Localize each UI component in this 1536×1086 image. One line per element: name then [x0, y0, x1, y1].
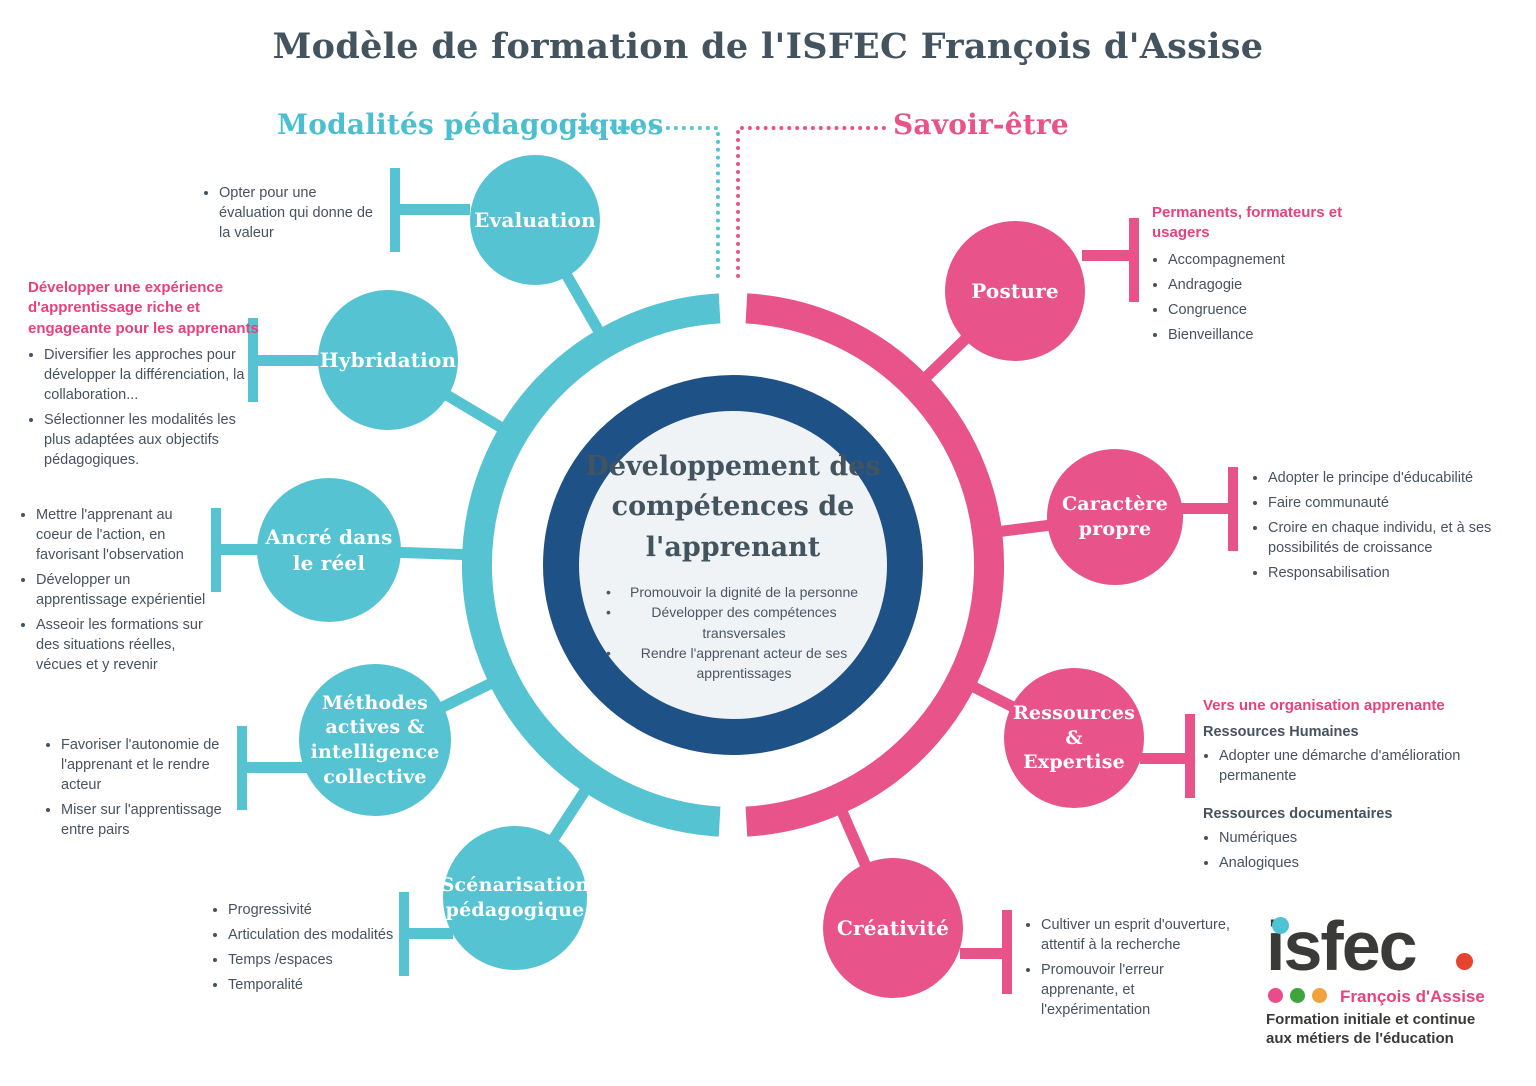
methodes-callout-line — [245, 762, 307, 773]
note-item: Croire en chaque individu, et à ses poss… — [1268, 518, 1510, 558]
center-bullet-list: Promouvoir la dignité de la personne Dév… — [602, 582, 864, 683]
logo-red-dot-icon — [1456, 953, 1473, 970]
center-bullet: Promouvoir la dignité de la personne — [602, 582, 864, 603]
dotted-line-pink-vertical — [736, 130, 740, 278]
notes-caractere: Adopter le principe d'éducabilité Faire … — [1252, 468, 1510, 588]
note-item: Andragogie — [1168, 275, 1402, 295]
note-item: Temps /espaces — [228, 950, 402, 970]
group-title: Ressources Humaines — [1203, 724, 1359, 741]
hybridation-callout-line — [256, 355, 320, 366]
ring-left-half — [462, 293, 721, 837]
logo-orange-dot-icon — [1312, 988, 1327, 1003]
notes-group-doc: Ressources documentaires Numériques Anal… — [1203, 804, 1533, 873]
page-title: Modèle de formation de l'ISFEC François … — [272, 26, 1264, 67]
note-item: Congruence — [1168, 300, 1402, 320]
node-hybridation: Hybridation — [318, 290, 458, 430]
notes-ancre: Mettre l'apprenant au coeur de l'action,… — [20, 505, 212, 680]
logo-subtitle: François d'Assise — [1340, 987, 1485, 1006]
ancre-callout-line — [219, 544, 264, 555]
ressources-callout-line — [1140, 753, 1185, 764]
note-item: Cultiver un esprit d'ouverture, attentif… — [1041, 915, 1245, 955]
notes-creativite: Cultiver un esprit d'ouverture, attentif… — [1025, 915, 1245, 1025]
note-item: Adopter le principe d'éducabilité — [1268, 468, 1510, 488]
logo-teal-dot-icon — [1272, 917, 1289, 934]
methodes-callout-bar — [237, 726, 247, 810]
node-ressources-expertise: Ressources & Expertise — [1004, 668, 1144, 808]
note-item: Favoriser l'autonomie de l'apprenant et … — [61, 735, 245, 795]
posture-callout-line — [1082, 250, 1129, 261]
node-ancre-dans-le-reel: Ancré dans le réel — [257, 478, 401, 622]
ring-right-half — [745, 293, 1004, 837]
notes-methodes: Favoriser l'autonomie de l'apprenant et … — [45, 735, 245, 845]
logo-pink-dot-icon — [1268, 988, 1283, 1003]
notes-heading: Développer une expérience d'apprentissag… — [28, 279, 259, 337]
center-bullet: Rendre l'apprenant acteur de ses apprent… — [602, 643, 864, 684]
node-methodes-actives: Méthodes actives & intelligence collecti… — [299, 664, 451, 816]
note-item: Numériques — [1219, 828, 1533, 848]
note-item: Mettre l'apprenant au coeur de l'action,… — [36, 505, 212, 565]
note-item: Diversifier les approches pour développe… — [44, 345, 260, 405]
node-scenarisation: Scénarisation pédagogique — [441, 826, 589, 970]
note-item: Asseoir les formations sur des situation… — [36, 615, 212, 675]
scenarisation-callout-bar — [399, 892, 409, 976]
notes-hybridation: Développer une expérience d'apprentissag… — [28, 278, 260, 475]
note-item: Promouvoir l'erreur apprenante, et l'exp… — [1041, 960, 1245, 1020]
note-item: Articulation des modalités — [228, 925, 402, 945]
caractere-callout-line — [1180, 503, 1228, 514]
node-creativite: Créativité — [823, 858, 963, 998]
note-item: Bienveillance — [1168, 325, 1402, 345]
posture-callout-bar — [1129, 218, 1139, 302]
note-item: Adopter une démarche d'amélioration perm… — [1219, 746, 1533, 786]
branch-title-modalites: Modalités pédagogiques — [277, 108, 664, 141]
dotted-line-teal-vertical — [716, 132, 720, 278]
ancre-callout-bar — [211, 508, 221, 592]
notes-group-rh: Ressources Humaines Adopter une démarche… — [1203, 722, 1533, 786]
hybridation-callout-bar — [248, 318, 258, 402]
notes-heading: Permanents, formateurs et usagers — [1152, 204, 1343, 242]
caractere-callout-bar — [1228, 467, 1238, 551]
creativite-callout-bar — [1002, 910, 1012, 994]
node-posture: Posture — [945, 221, 1085, 361]
note-item: Responsabilisation — [1268, 563, 1510, 583]
branch-title-savoir-etre: Savoir-être — [893, 108, 1069, 141]
creativite-callout-line — [960, 948, 1002, 959]
logo-wordmark: isfec — [1266, 907, 1418, 985]
note-item: Développer un apprentissage expérientiel — [36, 570, 212, 610]
notes-heading: Vers une organisation apprenante — [1203, 697, 1445, 714]
eval-callout-bar — [390, 168, 400, 252]
group-title: Ressources documentaires — [1203, 806, 1393, 823]
isfec-logo: isfec François d'Assise Formation initia… — [1266, 903, 1526, 1053]
notes-ressources: Vers une organisation apprenante Ressour… — [1203, 696, 1533, 891]
logo-green-dot-icon — [1290, 988, 1305, 1003]
note-item: Miser sur l'apprentissage entre pairs — [61, 800, 245, 840]
center-title: Développement des compétences de l'appre… — [585, 450, 881, 563]
node-evaluation: Evaluation — [470, 155, 600, 285]
note-item: Opter pour une évaluation qui donne de l… — [219, 183, 378, 243]
note-item: Accompagnement — [1168, 250, 1402, 270]
note-item: Faire communauté — [1268, 493, 1510, 513]
dotted-line-teal-horizontal — [578, 126, 718, 130]
note-item: Analogiques — [1219, 853, 1533, 873]
note-item: Progressivité — [228, 900, 402, 920]
node-caractere-propre: Caractère propre — [1047, 449, 1183, 585]
scenarisation-callout-line — [407, 928, 453, 939]
note-item: Temporalité — [228, 975, 402, 995]
center-bullet: Développer des compétences transversales — [602, 602, 864, 643]
notes-posture: Permanents, formateurs et usagers Accomp… — [1152, 203, 1402, 350]
notes-scenarisation: Progressivité Articulation des modalités… — [212, 900, 402, 1000]
center-content: Développement des compétences de l'appre… — [583, 420, 883, 710]
eval-callout-line — [398, 204, 470, 215]
dotted-line-pink-horizontal — [740, 126, 886, 130]
note-item: Sélectionner les modalités les plus adap… — [44, 410, 260, 470]
logo-tagline: Formation initiale et continue aux métie… — [1266, 1011, 1476, 1047]
ressources-callout-bar — [1185, 714, 1195, 798]
notes-evaluation: Opter pour une évaluation qui donne de l… — [203, 183, 378, 248]
